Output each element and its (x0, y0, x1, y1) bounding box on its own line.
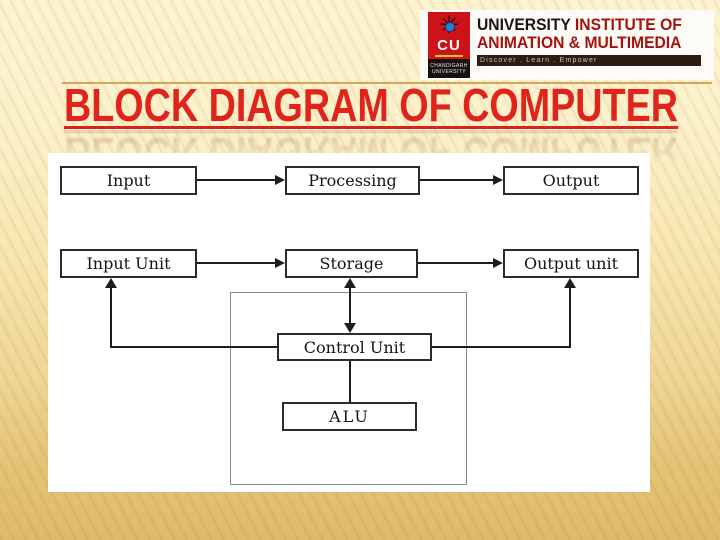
block-storage: Storage (285, 249, 418, 278)
diagram-panel: Input Processing Output Input Unit Stora… (48, 153, 650, 492)
arrowhead-to-controlunit (344, 323, 356, 333)
line-controlunit-right (432, 346, 570, 348)
arrowhead-to-storage (344, 278, 356, 288)
block-output: Output (503, 166, 639, 195)
block-alu: ALU (282, 402, 417, 431)
block-processing: Processing (285, 166, 420, 195)
logo-acronym: CU (435, 38, 463, 57)
university-logo: ✳ CU CHANDIGARH UNIVERSITY UNIVERSITY IN… (420, 10, 714, 80)
arrowhead-to-outputunit (564, 278, 576, 288)
arrowhead-processing-to-output (493, 175, 503, 185)
logo-tagline: Discover . Learn . Empower (480, 56, 598, 64)
block-output-unit: Output unit (503, 249, 639, 278)
header-divider-line (62, 82, 712, 84)
cpu-boundary-box (230, 292, 467, 485)
arrow-storage-to-outputunit (418, 262, 493, 264)
logo-university-line1: CHANDIGARH (430, 62, 468, 69)
logo-tagline-bar: Discover . Learn . Empower (477, 55, 701, 66)
globe-icon (445, 22, 455, 32)
line-controlunit-to-alu (349, 361, 351, 402)
block-control-unit: Control Unit (277, 333, 432, 361)
arrow-input-to-processing (197, 179, 277, 181)
arrow-processing-to-output (420, 179, 495, 181)
logo-name-line2: ANIMATION & MULTIMEDIA (477, 33, 682, 52)
arrow-inputunit-to-storage (197, 262, 277, 264)
arrowhead-inputunit-to-storage (275, 258, 285, 268)
logo-wordmark: UNIVERSITY INSTITUTE OF ANIMATION & MULT… (477, 16, 701, 66)
logo-name-line1: UNIVERSITY INSTITUTE OF (477, 15, 682, 34)
cu-logo-mark: ✳ CU CHANDIGARH UNIVERSITY (428, 12, 470, 78)
logo-university-line2: UNIVERSITY (431, 68, 466, 75)
arrow-storage-controlunit (349, 286, 351, 325)
arrowhead-storage-to-outputunit (493, 258, 503, 268)
page-title: BLOCK DIAGRAM OF COMPUTER (64, 79, 678, 131)
line-up-to-inputunit (110, 288, 112, 348)
arrowhead-to-inputunit (105, 278, 117, 288)
block-input: Input (60, 166, 197, 195)
block-diagram: Input Processing Output Input Unit Stora… (48, 153, 650, 492)
gear-globe-icon: ✳ (437, 14, 461, 38)
logo-university-name: CHANDIGARH UNIVERSITY (428, 59, 470, 78)
line-controlunit-left (110, 346, 277, 348)
line-up-to-outputunit (569, 288, 571, 348)
arrowhead-input-to-processing (275, 175, 285, 185)
block-input-unit: Input Unit (60, 249, 197, 278)
